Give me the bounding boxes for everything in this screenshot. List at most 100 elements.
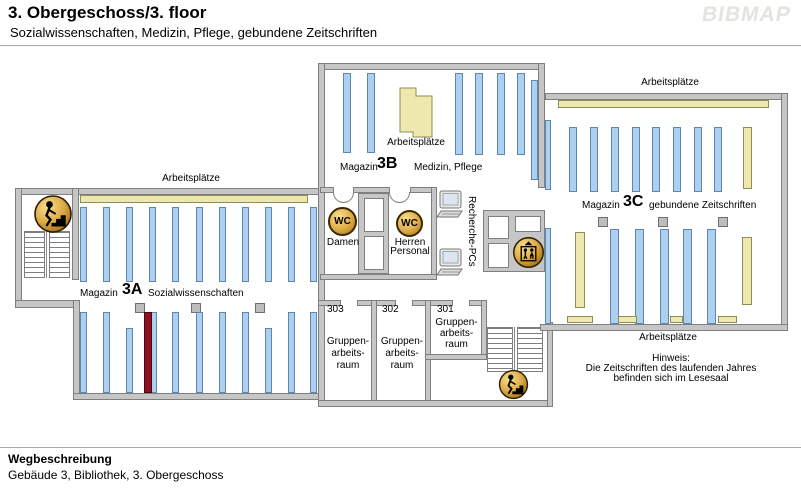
- footer-divider: [0, 447, 801, 448]
- room-label-line: raum: [336, 360, 360, 371]
- shelf: [545, 228, 551, 324]
- wall: [545, 93, 788, 100]
- computer-icon: [436, 248, 463, 276]
- shelf: [80, 207, 87, 282]
- room-label-302: Gruppen- arbeits- raum: [376, 336, 428, 372]
- wall: [353, 187, 390, 193]
- footer-location: Gebäude 3, Bibliothek, 3. Obergeschoss: [8, 468, 224, 482]
- shelf: [497, 73, 505, 155]
- shelf: [652, 127, 660, 192]
- stairs-rail: [46, 231, 47, 278]
- door-swing: [389, 192, 410, 203]
- shelf: [694, 127, 702, 192]
- pillar: [255, 303, 265, 313]
- stairs-rail: [514, 327, 515, 372]
- hinweis-line: befinden sich im Lesesaal: [613, 373, 729, 384]
- room-label-line: Gruppen-: [326, 336, 370, 347]
- shelf: [265, 328, 272, 393]
- room-number-302: 302: [382, 304, 399, 315]
- highlighted-shelf: [144, 312, 152, 393]
- floorplan: Arbeitsplätze Arbeitsplätze Arbeitsplätz…: [15, 63, 796, 407]
- stairs-treads: [49, 231, 70, 278]
- wall: [73, 393, 322, 400]
- label-code-3a: 3A: [122, 281, 143, 298]
- label-subject-3b: Medizin, Pflege: [414, 162, 483, 173]
- label-wc-personal: Personal: [390, 246, 430, 257]
- elevator-shaft: [515, 216, 541, 232]
- shelf: [196, 312, 203, 393]
- shelf: [635, 229, 644, 324]
- bench: [718, 316, 737, 323]
- stairs-treads: [24, 231, 45, 278]
- page-subtitle: Sozialwissenschaften, Medizin, Pflege, g…: [10, 25, 378, 40]
- room-label-303: Gruppen- arbeits- raum: [322, 336, 374, 372]
- label-code-3c: 3C: [623, 193, 644, 210]
- shelf: [517, 73, 525, 155]
- wall: [318, 400, 553, 407]
- computer-icon: [436, 190, 463, 218]
- shelf: [590, 127, 598, 192]
- shelf: [531, 80, 538, 180]
- bench: [567, 316, 593, 323]
- shaft-opening: [364, 198, 384, 232]
- room-label-line: Gruppen-: [435, 317, 478, 328]
- label-magazin-3a: Magazin: [80, 288, 118, 299]
- label-magazin-3b: Magazin: [340, 162, 378, 173]
- wall: [73, 300, 80, 400]
- shelf: [343, 73, 351, 153]
- shaft-opening: [364, 236, 384, 270]
- shelf: [455, 73, 463, 155]
- pillar: [598, 217, 608, 227]
- room-label-line: raum: [390, 360, 414, 371]
- pillar: [718, 217, 728, 227]
- label-subject-3a: Sozialwissenschaften: [148, 288, 244, 299]
- shelf: [219, 207, 226, 282]
- wall: [320, 187, 334, 193]
- shelf: [103, 207, 110, 282]
- elevator-icon: [513, 237, 544, 268]
- wall: [320, 274, 437, 280]
- shelf: [475, 73, 483, 155]
- header-divider: [0, 45, 801, 46]
- room-label-line: Gruppen-: [380, 336, 424, 347]
- room-number-303: 303: [327, 304, 344, 315]
- label-wc-damen: Damen: [326, 237, 360, 248]
- label-arbeitsplaetze-east-top: Arbeitsplätze: [641, 77, 699, 88]
- shelf: [172, 207, 179, 282]
- shelf: [149, 207, 156, 282]
- wall: [538, 63, 545, 188]
- shelf: [288, 207, 295, 282]
- hinweis-note: Hinweis: Die Zeitschriften des laufenden…: [546, 354, 796, 384]
- room-label-line: raum: [445, 339, 468, 350]
- label-arbeitsplaetze-centre: Arbeitsplätze: [387, 137, 445, 148]
- shelf: [126, 328, 133, 393]
- wc-damen-icon: WC: [328, 207, 357, 236]
- elevator-shaft: [488, 216, 509, 239]
- label-recherche-pcs: Recherche-PCs: [466, 196, 477, 267]
- shelf: [367, 73, 375, 153]
- label-magazin-3c: Magazin: [582, 200, 620, 211]
- workplace-strip: [558, 100, 769, 108]
- wall: [15, 188, 22, 308]
- pillar: [135, 303, 145, 313]
- shelf: [242, 312, 249, 393]
- shelf: [742, 237, 752, 305]
- wall: [540, 324, 788, 331]
- wc-herren-icon: WC: [396, 210, 423, 237]
- label-wc-herren: Herren: [394, 237, 426, 248]
- label-subject-3c: gebundene Zeitschriften: [649, 200, 757, 211]
- shelf: [545, 120, 551, 190]
- shelf: [575, 232, 585, 308]
- shelf: [569, 127, 577, 192]
- wall: [412, 300, 453, 306]
- shelf: [196, 207, 203, 282]
- shelf: [632, 127, 640, 192]
- room-label-line: arbeits-: [385, 348, 419, 359]
- shelf: [219, 312, 226, 393]
- wall: [318, 63, 545, 70]
- footer-heading: Wegbeschreibung: [8, 452, 112, 466]
- shelf: [172, 312, 179, 393]
- pillar: [658, 217, 668, 227]
- shelf: [103, 312, 110, 393]
